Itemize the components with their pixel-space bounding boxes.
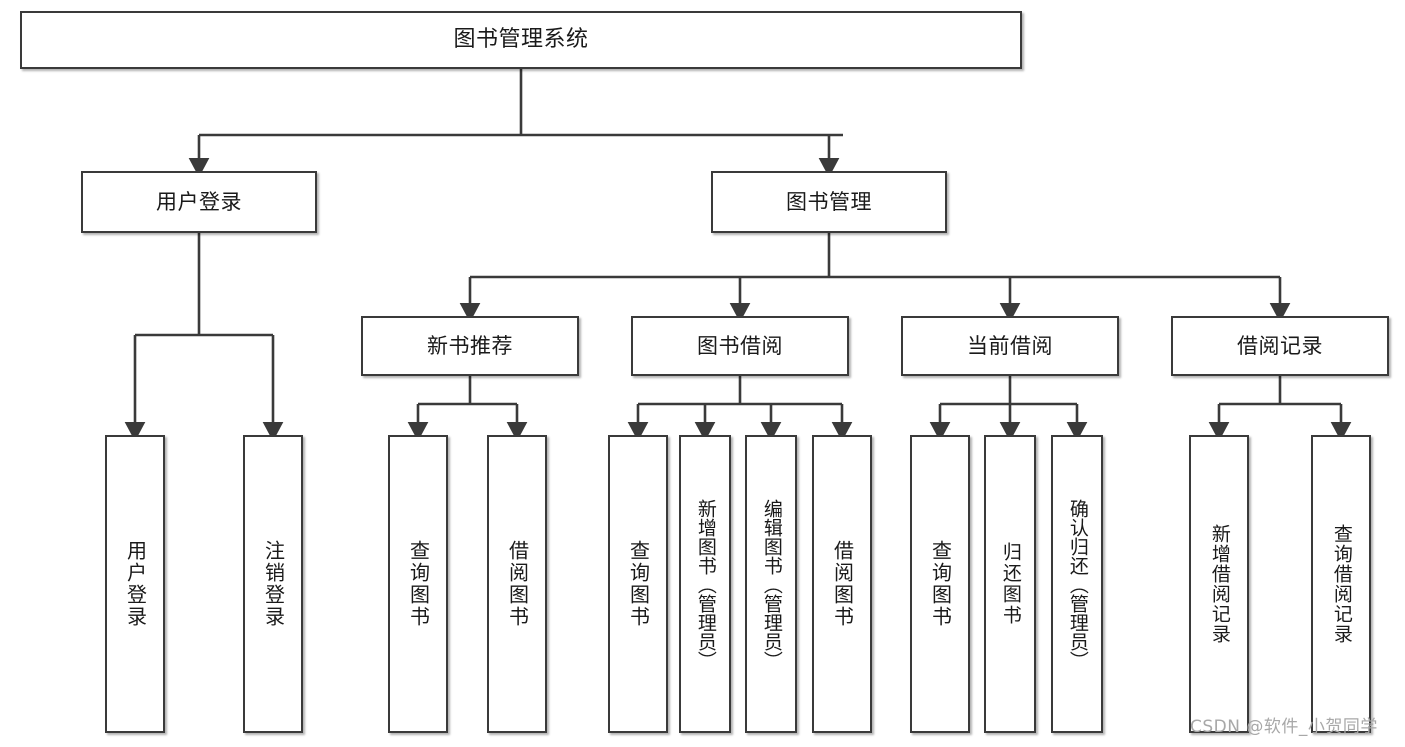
node-borrow-record[interactable]: 借阅记录 xyxy=(1171,316,1389,376)
node-book-manage-label: 图书管理 xyxy=(786,189,872,214)
node-leaf-user-login-label: 用户登录 xyxy=(123,540,148,628)
node-new-book-rec[interactable]: 新书推荐 xyxy=(361,316,579,376)
node-leaf-return-book-label: 归还图书 xyxy=(999,542,1022,626)
node-leaf-confirm-return[interactable]: 确认归还（管理员） xyxy=(1051,435,1103,733)
node-leaf-borrow-book-1[interactable]: 借阅图书 xyxy=(487,435,547,733)
node-user-login[interactable]: 用户登录 xyxy=(81,171,317,233)
node-leaf-query-book-2-label: 查询图书 xyxy=(626,540,651,628)
node-leaf-edit-book[interactable]: 编辑图书（管理员） xyxy=(745,435,797,733)
node-book-borrow[interactable]: 图书借阅 xyxy=(631,316,849,376)
node-leaf-borrow-book-2[interactable]: 借阅图书 xyxy=(812,435,872,733)
node-leaf-add-record-label: 新增借阅记录 xyxy=(1208,524,1231,644)
node-leaf-return-book[interactable]: 归还图书 xyxy=(984,435,1036,733)
node-leaf-user-login[interactable]: 用户登录 xyxy=(105,435,165,733)
node-book-borrow-label: 图书借阅 xyxy=(697,333,783,358)
node-leaf-query-book-3[interactable]: 查询图书 xyxy=(910,435,970,733)
node-leaf-query-record-label: 查询借阅记录 xyxy=(1330,524,1353,644)
node-leaf-logout[interactable]: 注销登录 xyxy=(243,435,303,733)
node-leaf-query-book-1[interactable]: 查询图书 xyxy=(388,435,448,733)
node-current-borrow-label: 当前借阅 xyxy=(967,333,1053,358)
node-leaf-query-record[interactable]: 查询借阅记录 xyxy=(1311,435,1371,733)
node-leaf-borrow-book-2-label: 借阅图书 xyxy=(830,540,855,628)
node-leaf-edit-book-label: 编辑图书（管理员） xyxy=(760,498,783,670)
node-leaf-query-book-3-label: 查询图书 xyxy=(928,540,953,628)
node-current-borrow[interactable]: 当前借阅 xyxy=(901,316,1119,376)
node-borrow-record-label: 借阅记录 xyxy=(1237,333,1323,358)
node-new-book-rec-label: 新书推荐 xyxy=(427,333,513,358)
node-leaf-add-record[interactable]: 新增借阅记录 xyxy=(1189,435,1249,733)
node-user-login-label: 用户登录 xyxy=(156,189,242,214)
node-root-label: 图书管理系统 xyxy=(453,27,589,53)
csdn-watermark: CSDN @软件_小贺同学 xyxy=(1190,717,1378,737)
node-leaf-confirm-return-label: 确认归还（管理员） xyxy=(1066,498,1089,670)
node-leaf-query-book-2[interactable]: 查询图书 xyxy=(608,435,668,733)
node-leaf-logout-label: 注销登录 xyxy=(261,540,286,628)
node-book-manage[interactable]: 图书管理 xyxy=(711,171,947,233)
node-leaf-add-book-label: 新增图书（管理员） xyxy=(694,498,717,670)
node-root[interactable]: 图书管理系统 xyxy=(20,11,1022,69)
node-leaf-query-book-1-label: 查询图书 xyxy=(406,540,431,628)
node-leaf-borrow-book-1-label: 借阅图书 xyxy=(505,540,530,628)
node-leaf-add-book[interactable]: 新增图书（管理员） xyxy=(679,435,731,733)
